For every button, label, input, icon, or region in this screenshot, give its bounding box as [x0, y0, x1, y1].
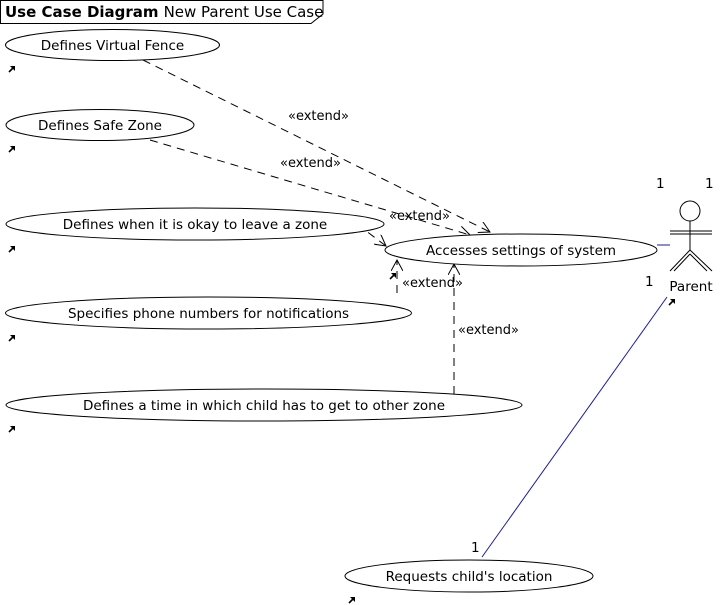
- actor-leg-left: [669, 249, 691, 272]
- extend-label-safe-zone: «extend»: [280, 156, 341, 171]
- use-case-settings-label: Accesses settings of system: [426, 243, 616, 259]
- use-case-phone-numbers[interactable]: Specifies phone numbers for notification…: [5, 296, 412, 330]
- actor-leg-right: [689, 249, 713, 272]
- use-case-phone-numbers-label: Specifies phone numbers for notification…: [68, 306, 349, 322]
- multiplicity-location-end: 1: [471, 540, 480, 556]
- extend-virtual-fence-line: [142, 59, 490, 232]
- link-arrow-icon[interactable]: [8, 66, 15, 73]
- use-case-child-location-label: Requests child's location: [386, 569, 553, 585]
- use-case-safe-zone-label: Defines Safe Zone: [38, 118, 162, 134]
- extend-label-okay-to-leave: «extend»: [389, 209, 450, 224]
- use-case-safe-zone[interactable]: Defines Safe Zone: [5, 109, 195, 141]
- link-arrow-icon[interactable]: [348, 597, 355, 604]
- use-case-virtual-fence[interactable]: Defines Virtual Fence: [5, 29, 220, 61]
- actor-leg-left-inner: [673, 253, 691, 272]
- actor-parent-label: Parent: [669, 279, 712, 295]
- extend-label-time-to-zone: «extend»: [458, 323, 519, 338]
- use-case-settings[interactable]: Accesses settings of system: [384, 233, 658, 267]
- use-case-okay-to-leave-label: Defines when it is okay to leave a zone: [63, 217, 327, 233]
- multiplicity-actor-top-left: 1: [656, 176, 665, 192]
- use-case-okay-to-leave[interactable]: Defines when it is okay to leave a zone: [5, 207, 385, 241]
- frame-title: Use Case Diagram New Parent Use Case: [5, 3, 323, 21]
- use-case-time-to-zone[interactable]: Defines a time in which child has to get…: [5, 388, 523, 422]
- multiplicity-actor-top-right: 1: [705, 176, 714, 192]
- actor-leg-right-inner: [689, 253, 708, 272]
- use-case-child-location[interactable]: Requests child's location: [344, 559, 594, 593]
- association-parent-location: [481, 296, 668, 558]
- multiplicity-actor-bottom: 1: [645, 274, 654, 290]
- extend-label-phone-numbers: «extend»: [402, 276, 463, 291]
- link-arrow-icon[interactable]: [389, 273, 396, 280]
- frame-tab: [0, 0, 324, 24]
- frame-kind: Use Case Diagram: [5, 3, 159, 21]
- frame-name: New Parent Use Case: [164, 3, 324, 21]
- link-arrow-icon[interactable]: [8, 335, 15, 342]
- link-arrow-icon[interactable]: [8, 146, 15, 153]
- link-arrow-icon[interactable]: [8, 426, 15, 433]
- link-arrow-icon[interactable]: [8, 246, 15, 253]
- link-arrow-icon[interactable]: [668, 299, 675, 306]
- actor-parent[interactable]: [669, 200, 713, 272]
- use-case-virtual-fence-label: Defines Virtual Fence: [41, 38, 184, 54]
- use-case-time-to-zone-label: Defines a time in which child has to get…: [83, 398, 445, 414]
- extend-label-virtual-fence: «extend»: [288, 109, 349, 124]
- actor-head: [679, 200, 701, 222]
